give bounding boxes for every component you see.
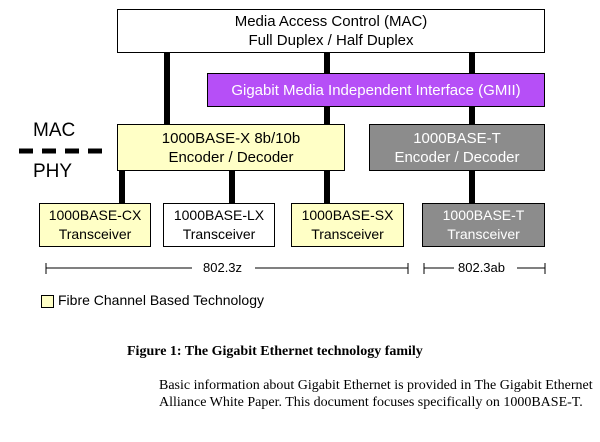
transceiver-sx: 1000BASE-SX Transceiver bbox=[291, 203, 404, 247]
transceiver-lx: 1000BASE-LX Transceiver bbox=[163, 203, 275, 247]
transceiver-lx-title: 1000BASE-LX bbox=[173, 207, 265, 223]
x-codec-subtitle: Encoder / Decoder bbox=[168, 148, 294, 166]
connector-xcodec-to-sx bbox=[324, 170, 330, 204]
range-lines bbox=[45, 263, 546, 274]
connector-tcodec-to-t bbox=[469, 170, 475, 204]
t-codec-subtitle: Encoder / Decoder bbox=[394, 148, 520, 166]
x-codec-title: 1000BASE-X 8b/10b bbox=[161, 129, 301, 147]
mac-title: Media Access Control (MAC) bbox=[234, 13, 428, 30]
connector-mac-to-xcodec bbox=[164, 52, 170, 125]
mac-box: Media Access Control (MAC) Full Duplex /… bbox=[117, 9, 545, 53]
legend-label: Fibre Channel Based Technology bbox=[58, 292, 264, 308]
range-802-3ab-label: 802.3ab bbox=[458, 260, 505, 275]
mac-subtitle: Full Duplex / Half Duplex bbox=[248, 32, 414, 49]
transceiver-cx-subtitle: Transceiver bbox=[58, 226, 132, 242]
body-paragraph: Basic information about Gigabit Ethernet… bbox=[159, 378, 593, 410]
layer-separator bbox=[19, 148, 109, 154]
connector-xcodec-to-lx bbox=[229, 170, 235, 204]
legend-swatch bbox=[41, 295, 54, 308]
transceiver-sx-title: 1000BASE-SX bbox=[301, 207, 394, 223]
transceiver-t-subtitle: Transceiver bbox=[447, 226, 520, 242]
transceiver-t: 1000BASE-T Transceiver bbox=[422, 203, 545, 247]
transceiver-lx-subtitle: Transceiver bbox=[182, 226, 256, 242]
figure-caption: Figure 1: The Gigabit Ethernet technolog… bbox=[127, 344, 423, 359]
gmii-label: Gigabit Media Independent Interface (GMI… bbox=[231, 81, 521, 99]
transceiver-sx-subtitle: Transceiver bbox=[311, 226, 384, 242]
phy-layer-label: PHY bbox=[33, 161, 73, 182]
x-codec-box: 1000BASE-X 8b/10b Encoder / Decoder bbox=[117, 124, 345, 171]
connector-xcodec-to-cx bbox=[119, 170, 125, 204]
t-codec-title: 1000BASE-T bbox=[413, 129, 501, 147]
transceiver-cx-title: 1000BASE-CX bbox=[48, 207, 142, 223]
transceiver-t-title: 1000BASE-T bbox=[442, 207, 525, 223]
mac-layer-label: MAC bbox=[33, 120, 76, 141]
t-codec-box: 1000BASE-T Encoder / Decoder bbox=[369, 124, 545, 171]
gmii-box: Gigabit Media Independent Interface (GMI… bbox=[207, 73, 545, 107]
range-802-3z-label: 802.3z bbox=[203, 260, 243, 275]
transceiver-cx: 1000BASE-CX Transceiver bbox=[39, 203, 151, 247]
